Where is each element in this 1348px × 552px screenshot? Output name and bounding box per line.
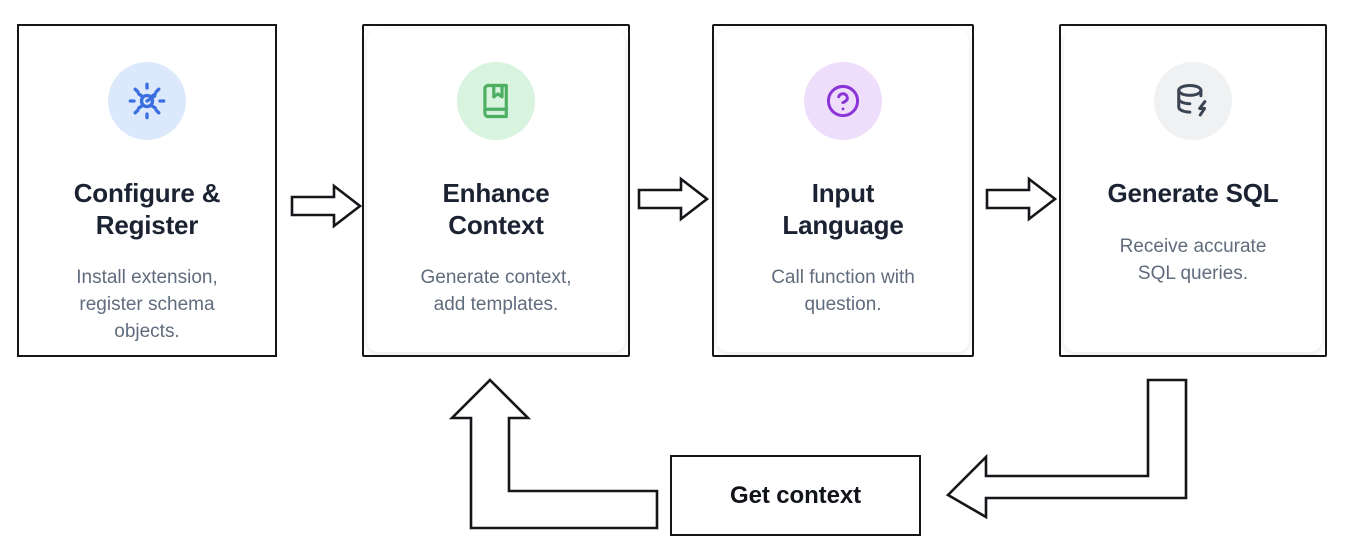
arrow-left-elbow-icon bbox=[940, 376, 1195, 520]
book-bookmark-icon bbox=[457, 62, 535, 140]
step-card-description: Receive accurate SQL queries. bbox=[1119, 235, 1267, 284]
step-card-input-language[interactable]: Input Language Call function with questi… bbox=[712, 24, 974, 357]
question-circle-icon bbox=[804, 62, 882, 140]
step-card-body: Enhance Context Generate context, add te… bbox=[367, 29, 625, 352]
step-card-title: Input Language bbox=[782, 178, 904, 240]
get-context-label: Get context bbox=[730, 481, 861, 509]
step-card-title: Enhance Context bbox=[442, 178, 550, 240]
arrow-right-icon bbox=[985, 176, 1058, 222]
step-card-body: Configure & Register Install extension, … bbox=[22, 29, 272, 352]
step-card-description: Generate context, add templates. bbox=[420, 267, 572, 316]
step-card-description: Install extension, register schema objec… bbox=[76, 267, 218, 343]
get-context-box[interactable]: Get context bbox=[670, 455, 921, 536]
arrow-up-elbow-icon bbox=[448, 374, 665, 534]
step-card-enhance-context[interactable]: Enhance Context Generate context, add te… bbox=[362, 24, 630, 357]
step-card-title: Generate SQL bbox=[1107, 178, 1279, 208]
arrow-right-icon bbox=[290, 183, 363, 229]
step-card-body: Generate SQL Receive accurate SQL querie… bbox=[1064, 29, 1322, 352]
step-card-generate-sql[interactable]: Generate SQL Receive accurate SQL querie… bbox=[1059, 24, 1327, 357]
database-zap-icon bbox=[1154, 62, 1232, 140]
step-card-title: Configure & Register bbox=[73, 178, 221, 240]
step-card-description: Call function with question. bbox=[771, 267, 915, 316]
arrow-right-icon bbox=[637, 176, 710, 222]
step-card-body: Input Language Call function with questi… bbox=[717, 29, 969, 352]
settings-gear-icon bbox=[108, 62, 186, 140]
step-card-configure-register[interactable]: Configure & Register Install extension, … bbox=[17, 24, 277, 357]
